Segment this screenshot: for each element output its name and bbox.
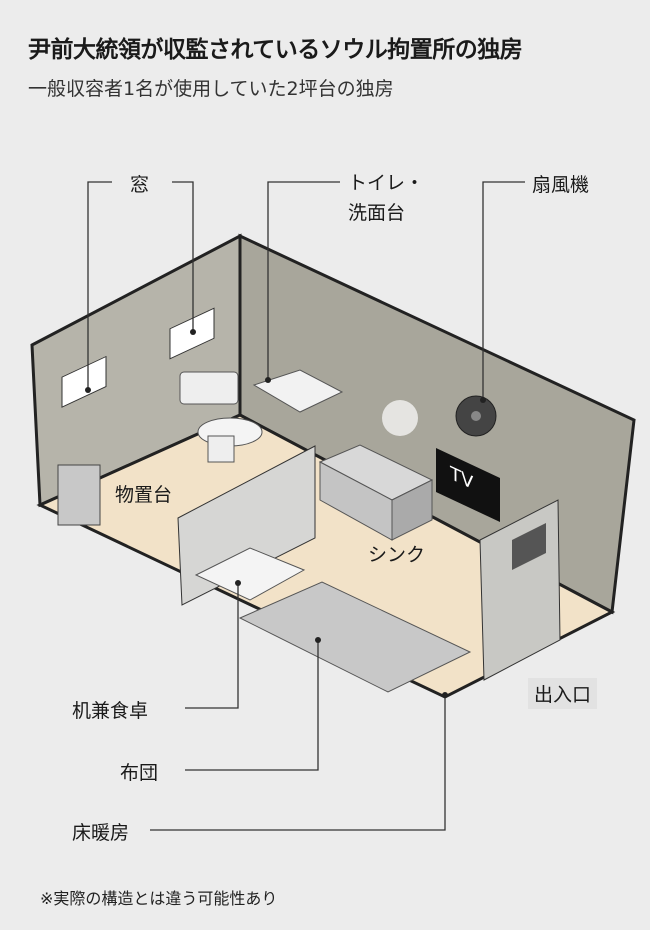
label-sink: シンク (368, 544, 426, 566)
page-title: 尹前大統領が収監されているソウル拘置所の独房 (28, 37, 523, 63)
toilet (179, 371, 263, 463)
label-exit: 出入口 (528, 678, 598, 709)
label-toilet-line1: トイレ・ (348, 172, 425, 194)
partition-wall (177, 445, 316, 606)
desk (194, 547, 306, 601)
label-toilet-line2: 洗面台 (348, 202, 406, 224)
leader-lines (87, 181, 525, 831)
page-subtitle: 一般収容者1名が使用していた2坪台の独房 (28, 78, 394, 100)
door-window (512, 523, 546, 570)
light (382, 400, 418, 436)
footnote: ※実際の構造とは違う可能性あり (40, 889, 278, 908)
fan (455, 395, 497, 437)
shelf (57, 464, 101, 526)
washbasin (252, 369, 344, 413)
label-window: 窓 (130, 174, 150, 196)
label-fan: 扇風機 (532, 174, 590, 196)
sink (318, 444, 434, 541)
futon (238, 581, 472, 693)
tv (436, 448, 500, 522)
window-left (61, 355, 107, 408)
label-futon: 布団 (120, 762, 159, 784)
label-desk: 机兼食卓 (72, 700, 149, 722)
label-floor-heating: 床暖房 (72, 822, 130, 844)
label-shelf: 物置台 (115, 484, 173, 506)
